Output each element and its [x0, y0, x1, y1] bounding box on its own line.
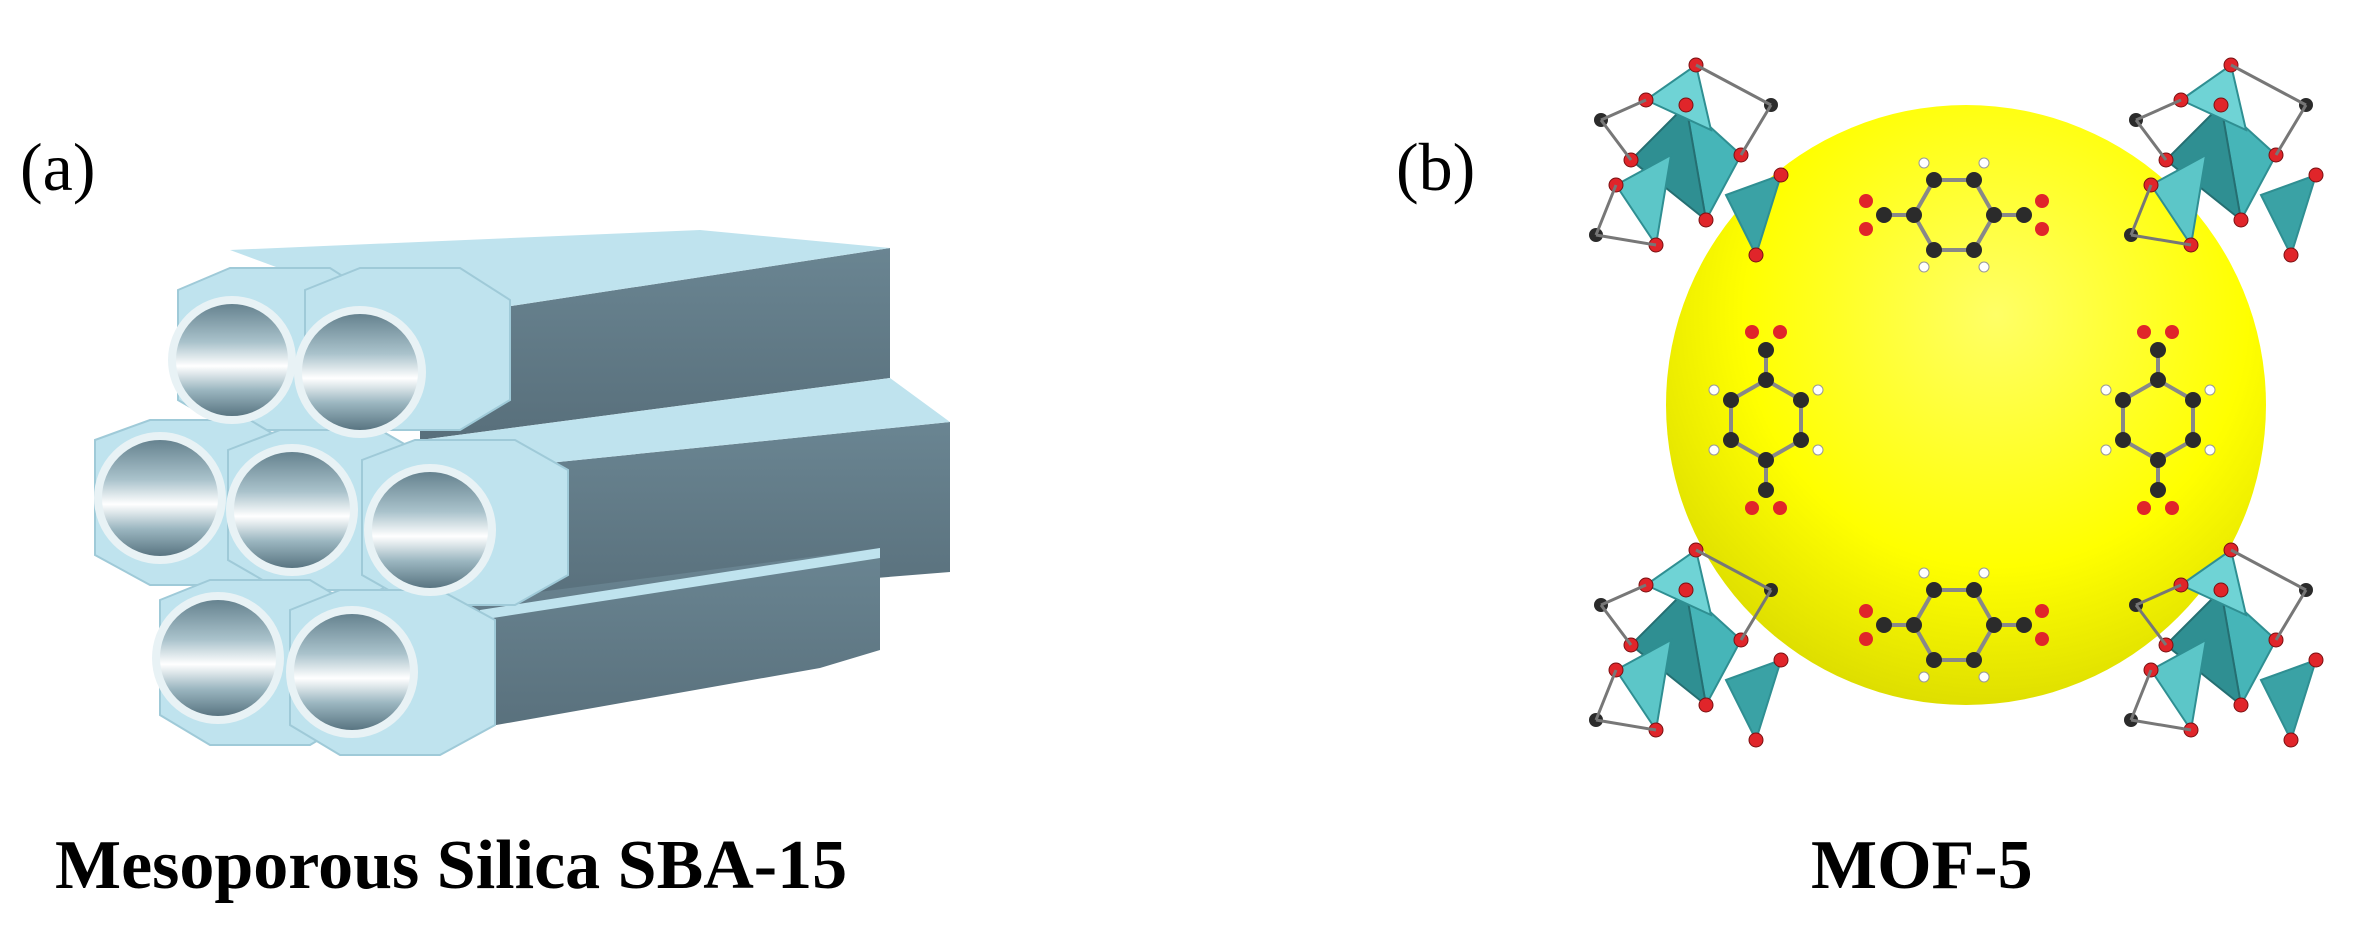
cluster-top-left — [1587, 56, 1790, 264]
panel-b: (b) — [1186, 0, 2372, 936]
pore — [152, 592, 284, 724]
pore-sphere — [1666, 105, 2266, 705]
panel-b-caption: MOF-5 — [1811, 827, 2033, 904]
pore — [286, 606, 418, 738]
panel-a: (a) — [20, 129, 950, 904]
pore — [294, 306, 426, 438]
pore — [364, 464, 496, 596]
panel-a-label: (a) — [20, 129, 96, 205]
pore — [94, 432, 226, 564]
panel-a-caption: Mesoporous Silica SBA-15 — [55, 827, 848, 904]
sba15-illustration — [94, 230, 950, 756]
panel-b-label: (b) — [1396, 129, 1476, 205]
pore — [226, 444, 358, 576]
pore — [168, 296, 296, 424]
mof5-illustration — [1587, 56, 2325, 749]
silica-pores — [94, 296, 496, 738]
